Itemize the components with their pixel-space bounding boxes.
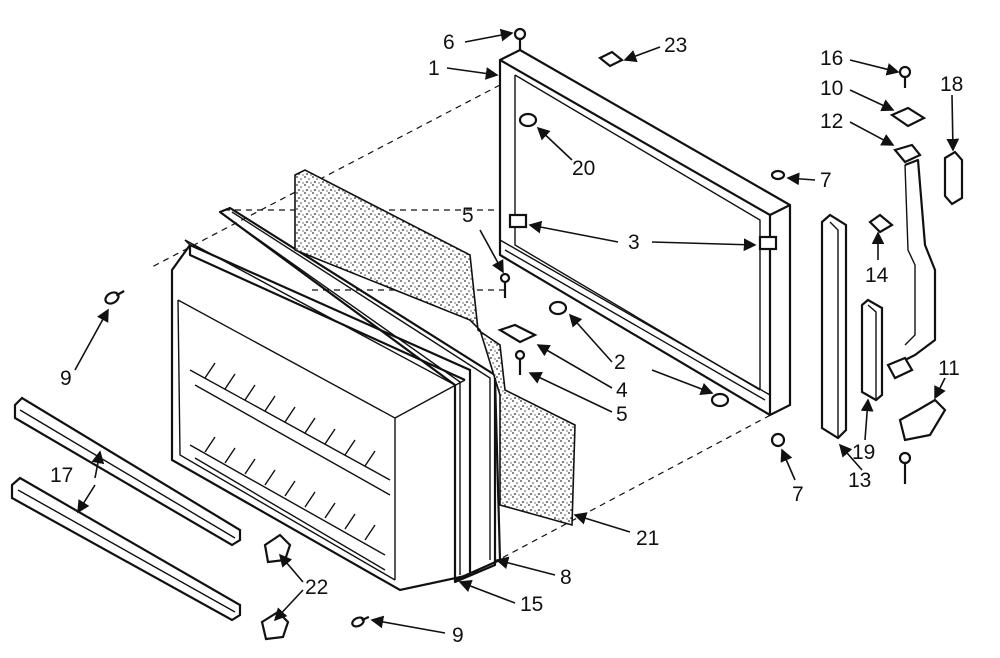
callout-1: 1 <box>428 57 440 80</box>
callout-11: 11 <box>938 357 960 380</box>
screws <box>104 27 912 628</box>
callout-9b: 9 <box>452 624 464 647</box>
callout-2: 2 <box>614 351 626 374</box>
hinge-parts <box>868 106 964 234</box>
callout-6: 6 <box>443 31 455 54</box>
callout-13: 13 <box>848 469 872 492</box>
door-liner <box>170 243 472 592</box>
insulation-pad <box>294 169 576 527</box>
callout-20: 20 <box>572 157 596 180</box>
handle-side-strip <box>820 213 848 440</box>
inner-door-panel <box>498 48 792 417</box>
callout-15: 15 <box>520 593 544 616</box>
hinge-bracket-small <box>497 323 538 344</box>
callout-17: 17 <box>50 464 74 487</box>
callout-19: 19 <box>852 441 876 464</box>
callout-7a: 7 <box>820 169 832 192</box>
callout-7b: 7 <box>792 483 804 506</box>
door-handle <box>886 143 947 442</box>
leader-lines <box>74 28 960 634</box>
callout-9a: 9 <box>60 367 72 390</box>
callout-5a: 5 <box>462 204 474 227</box>
callout-10: 10 <box>820 77 844 100</box>
callout-12: 12 <box>820 110 844 133</box>
callout-3: 3 <box>628 231 640 254</box>
end-caps <box>260 533 292 641</box>
callout-18: 18 <box>940 73 964 96</box>
plugs <box>597 50 786 448</box>
handle-insert-strip <box>860 298 884 402</box>
door-gasket <box>184 206 497 584</box>
callout-8: 8 <box>560 566 572 589</box>
handle-trim-strips <box>10 396 242 622</box>
callout-5b: 5 <box>616 403 628 426</box>
callout-14: 14 <box>865 264 889 287</box>
callout-16: 16 <box>820 47 844 70</box>
callout-23: 23 <box>664 34 688 57</box>
callout-22: 22 <box>305 576 329 599</box>
callout-21: 21 <box>636 527 660 550</box>
callout-4: 4 <box>616 379 628 402</box>
